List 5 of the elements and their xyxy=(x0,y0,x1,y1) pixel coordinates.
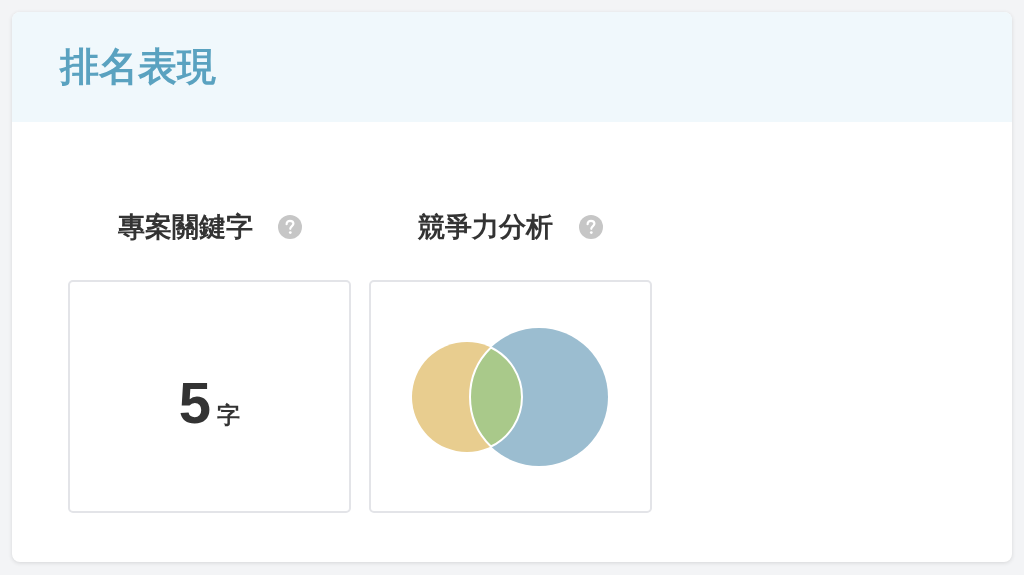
card-title: 排名表現 xyxy=(60,44,216,90)
section-heading: 競爭力分析 xyxy=(418,211,553,243)
unit-label: 字 xyxy=(217,404,241,427)
metric-value: 5 xyxy=(178,374,212,432)
section-heading: 專案關鍵字 xyxy=(118,211,253,243)
